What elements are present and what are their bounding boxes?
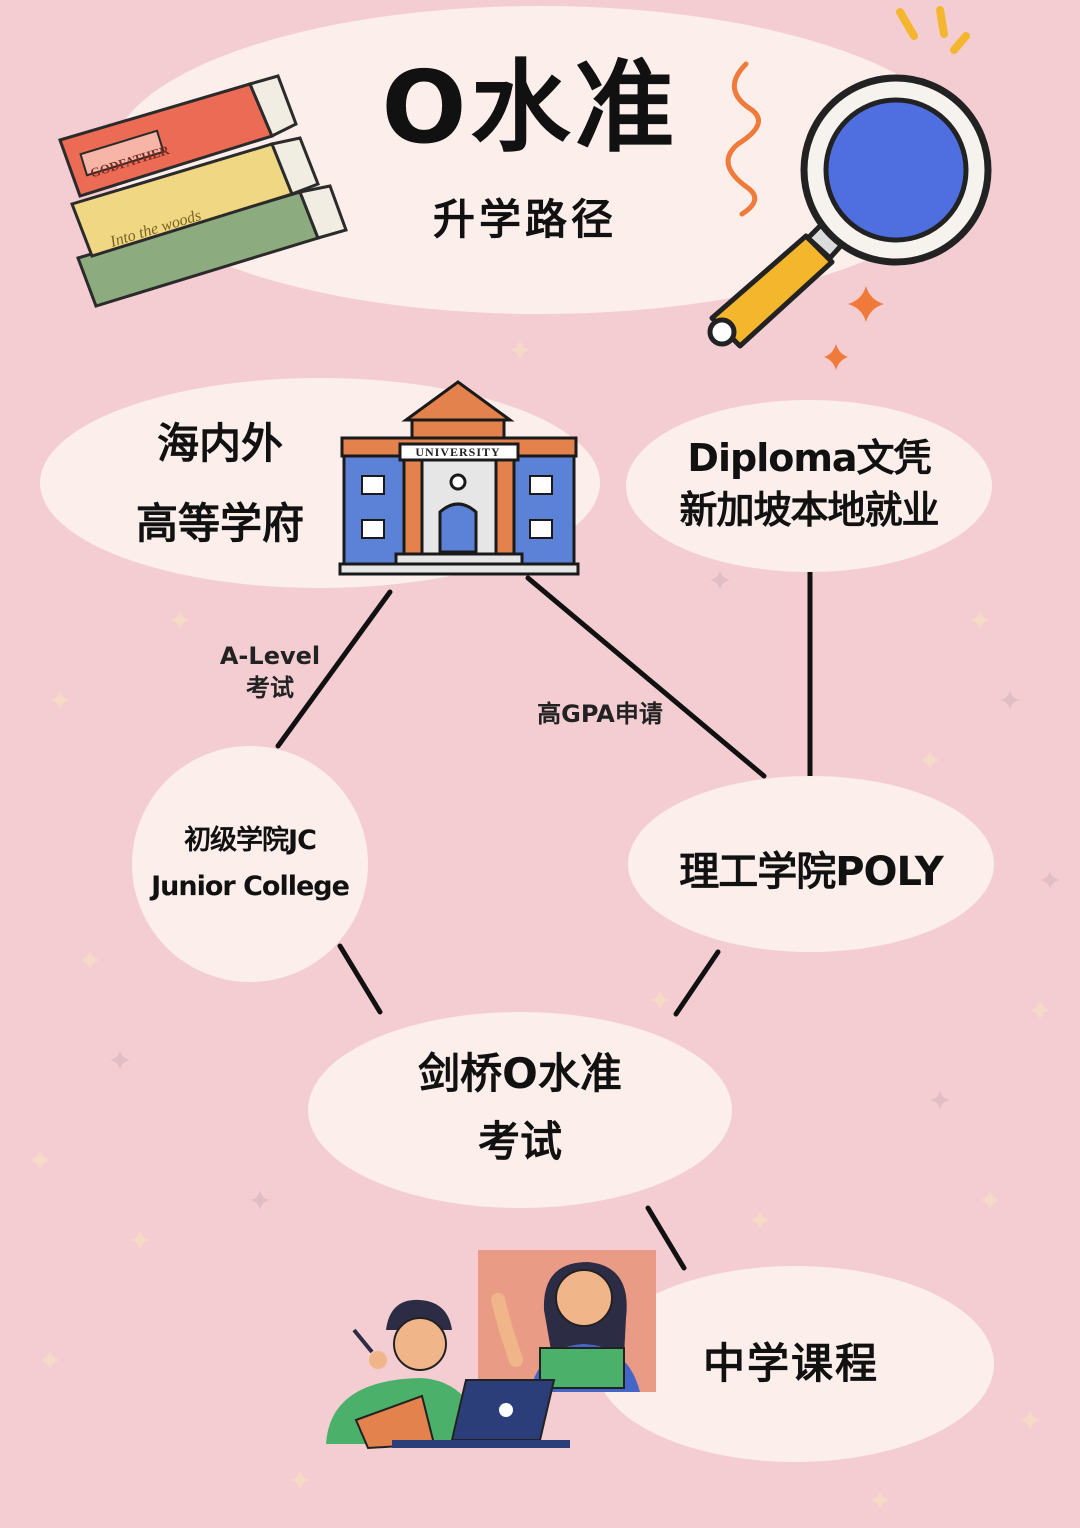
books-icon — [58, 74, 348, 308]
diploma-line2: 新加坡本地就业 — [679, 488, 939, 532]
line-olevel-jc — [337, 943, 383, 1015]
line-poly-university — [525, 575, 767, 779]
university-sign: UNIVERSITY — [415, 445, 500, 459]
jc-line2: Junior College — [151, 871, 350, 902]
university-line1: 海内外 — [156, 419, 283, 468]
poly-bubble — [628, 776, 994, 952]
alevel-line1: A-Level — [219, 642, 321, 670]
olevel-label: 剑桥O水准 考试 — [330, 1040, 710, 1176]
poly-line1: 理工学院POLY — [679, 849, 944, 895]
jc-bubble — [132, 746, 368, 982]
university-label: 海内外 高等学府 — [100, 404, 340, 564]
magnifier-icon — [707, 74, 992, 349]
line-secondary-olevel — [645, 1205, 687, 1271]
alevel-line2: 考试 — [246, 674, 294, 702]
connector-lines — [275, 569, 813, 1271]
secondary-label: 中学课程 — [660, 1334, 922, 1394]
university-icon — [338, 380, 580, 576]
orange-sparkles — [824, 286, 884, 370]
diploma-label: Diploma文凭 新加坡本地就业 — [636, 432, 982, 536]
secondary-bubble — [596, 1266, 994, 1462]
secondary-line1: 中学课程 — [702, 1339, 879, 1388]
line-olevel-poly — [673, 949, 721, 1017]
olevel-line1: 剑桥O水准 — [418, 1049, 622, 1098]
diploma-line1: Diploma文凭 — [687, 436, 931, 480]
poly-label: 理工学院POLY — [628, 842, 994, 902]
olevel-line2: 考试 — [477, 1117, 562, 1166]
edge-label-alevel: A-Level 考试 — [200, 640, 340, 704]
page-title: O水准 — [381, 49, 679, 166]
edge-label-gpa: 高GPA申请 — [520, 698, 680, 730]
university-line2: 高等学府 — [135, 499, 304, 548]
squiggle-decor — [725, 61, 761, 217]
jc-label: 初级学院JC Junior College — [132, 818, 368, 910]
shine-lines — [896, 6, 970, 54]
line-jc-university — [275, 589, 393, 749]
olevel-bubble — [308, 1012, 732, 1208]
diploma-bubble — [626, 400, 992, 572]
students-illustration — [326, 1250, 656, 1450]
gpa-line1: 高GPA申请 — [537, 700, 663, 728]
jc-line1: 初级学院JC — [184, 825, 317, 856]
page-subtitle: 升学路径 — [432, 195, 617, 244]
